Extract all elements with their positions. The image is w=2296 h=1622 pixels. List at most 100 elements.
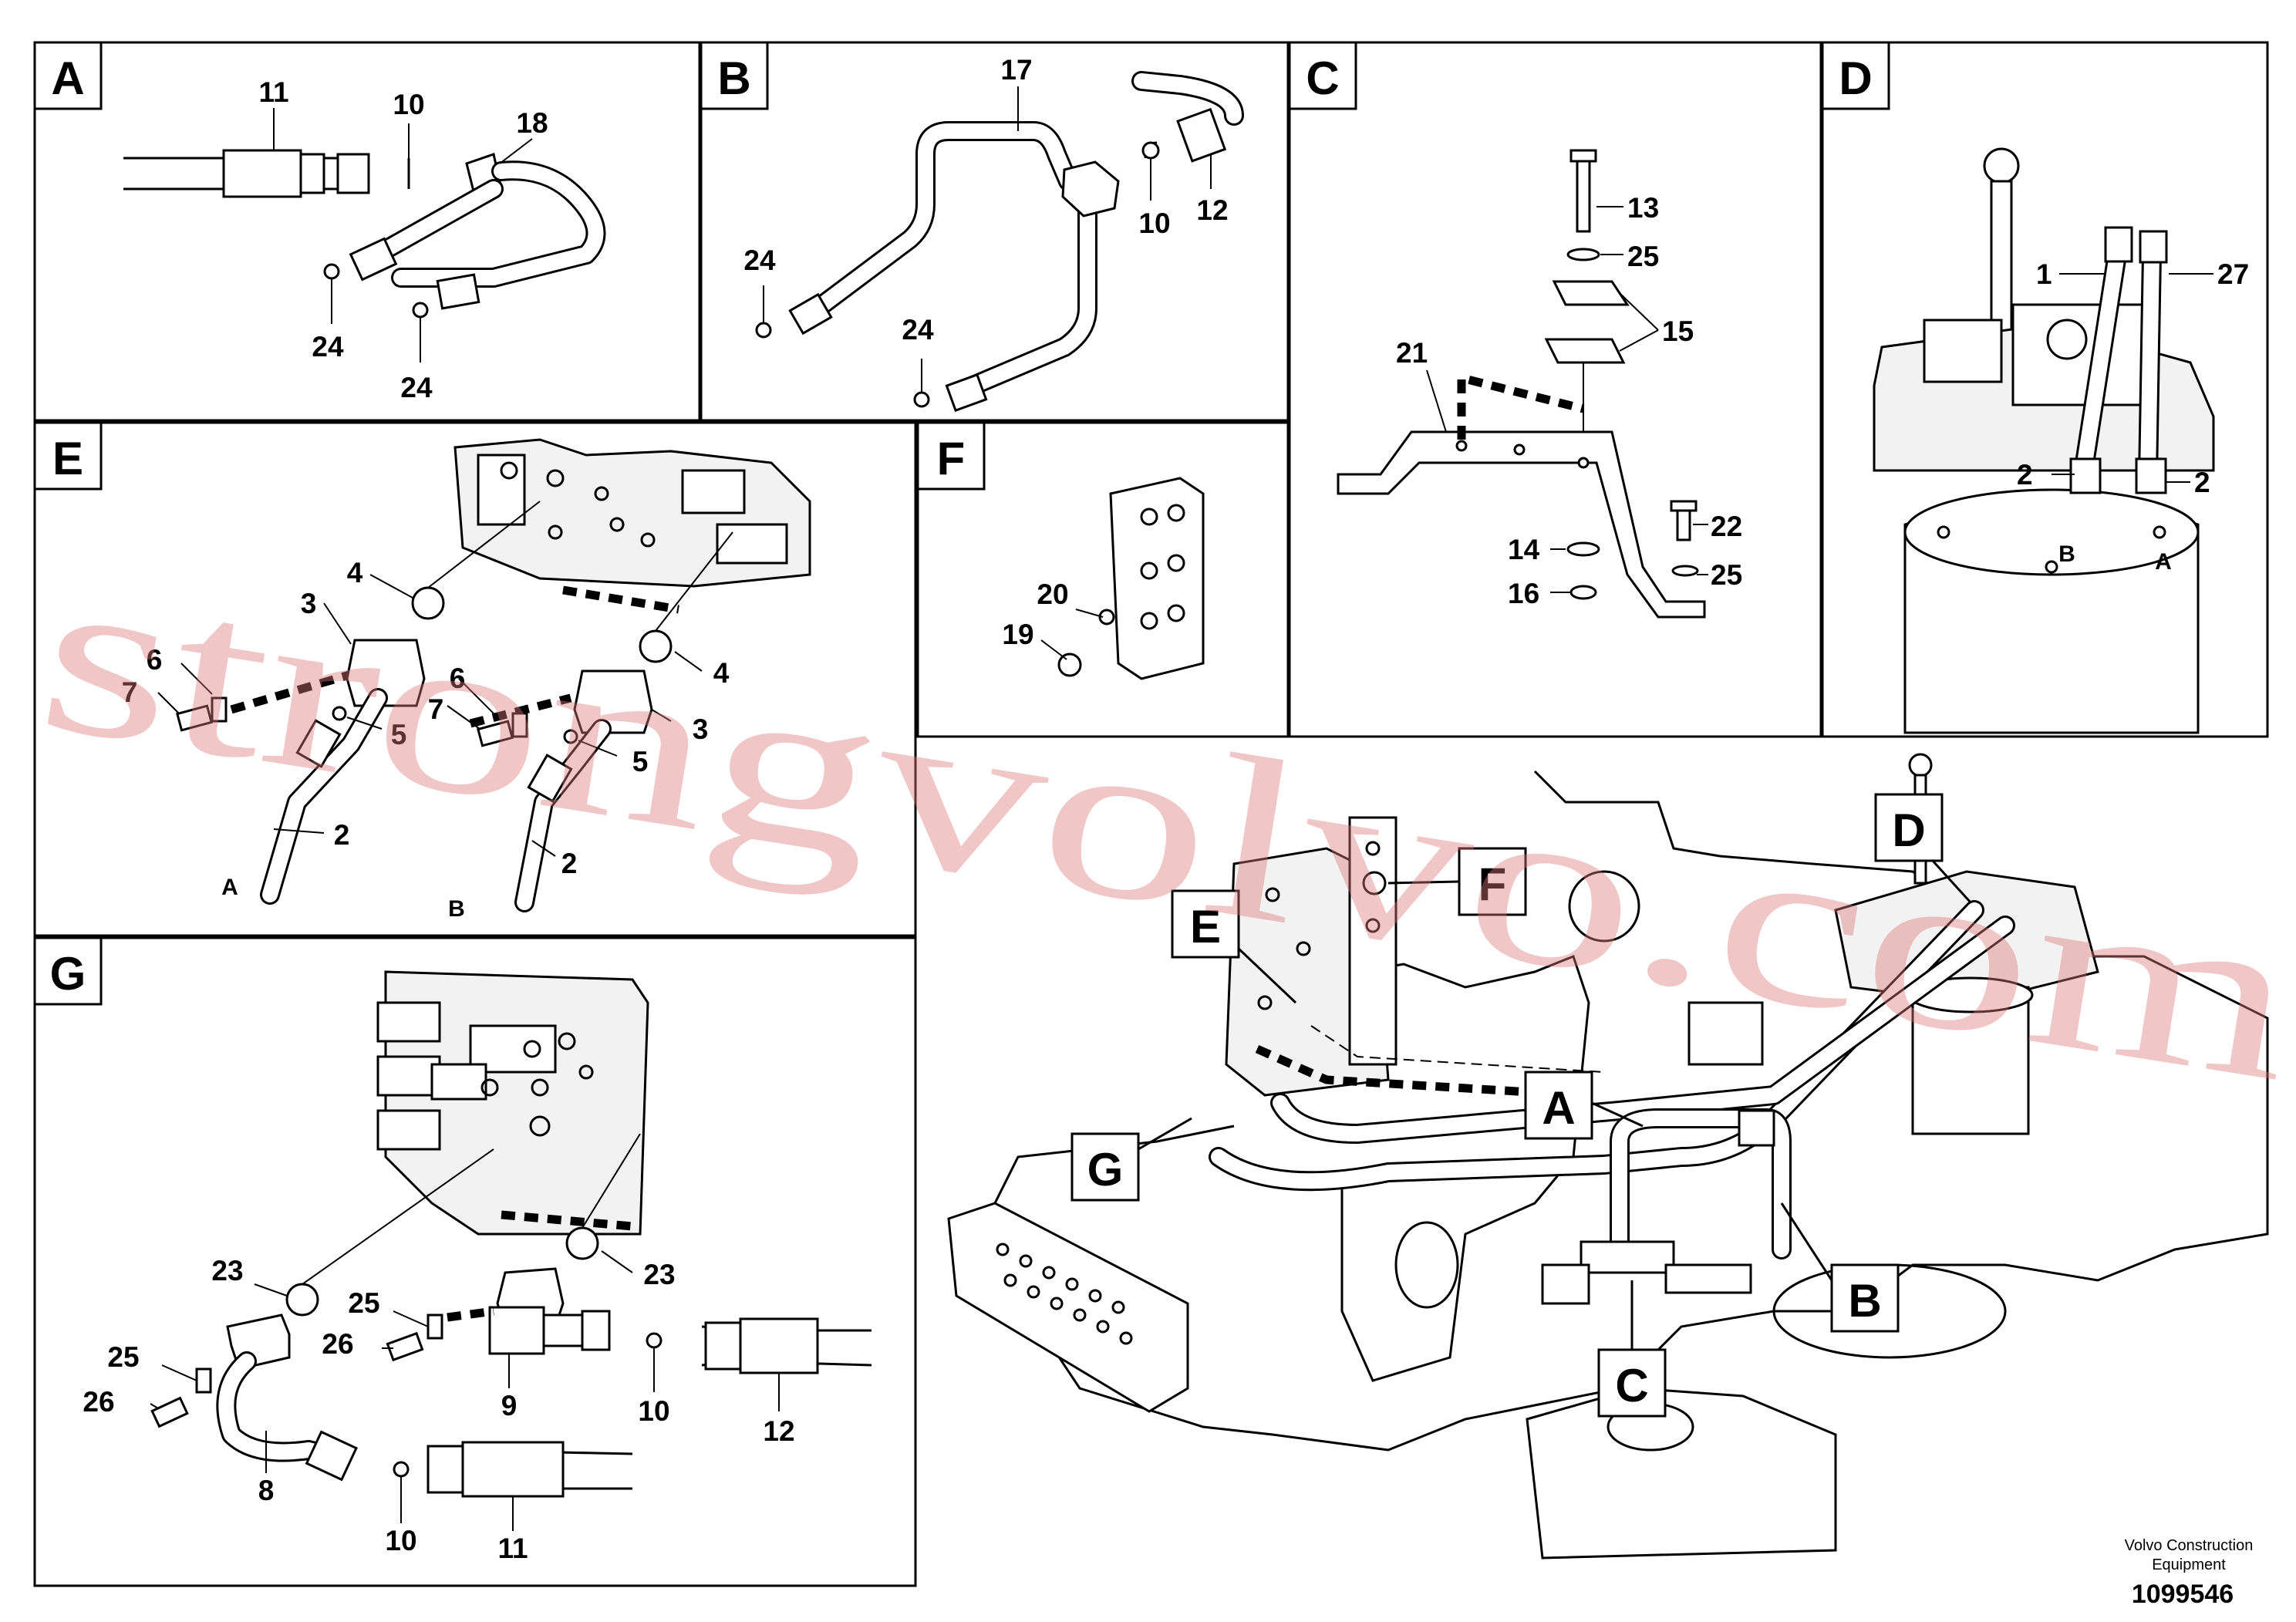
callout-11: 11 (258, 76, 288, 108)
panel-c-label: C (1288, 41, 1357, 110)
panel-b-drawing: 17 10 12 24 24 (743, 54, 1244, 413)
callout-25: 25 (1627, 241, 1659, 272)
callout-26: 26 (322, 1328, 353, 1360)
callout-25: 25 (1711, 559, 1742, 591)
callout-25: 25 (348, 1287, 379, 1319)
svg-text:A: A (51, 52, 84, 104)
overview-callout-e: E (1171, 889, 1297, 1004)
svg-text:C: C (1615, 1360, 1648, 1411)
overview-callout-c: C (1597, 1280, 1667, 1418)
svg-text:E: E (52, 433, 83, 484)
panel-d-frame (1821, 41, 2269, 738)
panel-f-frame (916, 421, 1290, 738)
svg-text:D: D (1839, 52, 1872, 104)
callout-11: 11 (497, 1533, 528, 1564)
callout-10: 10 (1138, 207, 1170, 239)
svg-text:B: B (1848, 1275, 1881, 1327)
callout-2: 2 (561, 848, 578, 879)
port-b-label: B (448, 896, 465, 922)
callout-24: 24 (400, 372, 433, 403)
svg-text:C: C (1306, 52, 1339, 104)
callout-26: 26 (83, 1386, 114, 1418)
callout-15: 15 (1662, 315, 1694, 347)
panel-c-drawing: 13 25 15 21 22 14 25 16 (1337, 149, 1742, 619)
hose-end-fitting (461, 1441, 565, 1498)
panel-a-label: A (33, 41, 103, 110)
tee-fitting (1061, 160, 1120, 218)
callout-3: 3 (301, 588, 317, 619)
callout-18: 18 (516, 107, 548, 139)
company-name-line1: Volvo Construction (2125, 1537, 2254, 1554)
callout-6: 6 (147, 644, 163, 676)
callout-7: 7 (122, 676, 138, 708)
svg-text:A: A (1542, 1082, 1575, 1134)
callout-14: 14 (1508, 534, 1540, 565)
company-name-line2: Equipment (2152, 1556, 2226, 1573)
callout-22: 22 (1711, 511, 1742, 542)
callout-12: 12 (1196, 194, 1228, 226)
callout-2: 2 (2017, 459, 2033, 491)
panel-f-drawing: 20 19 (1002, 477, 1205, 680)
control-valve-block (384, 970, 649, 1236)
callout-10: 10 (393, 89, 424, 120)
callout-21: 21 (1396, 337, 1428, 369)
flange-left (346, 639, 426, 707)
callout-23: 23 (211, 1255, 243, 1286)
callout-2: 2 (2194, 467, 2210, 498)
callout-1: 1 (2036, 258, 2052, 290)
callout-24: 24 (312, 331, 344, 363)
callout-13: 13 (1627, 192, 1659, 224)
callout-10: 10 (638, 1395, 669, 1427)
flange-right (573, 669, 653, 734)
clamp-upper (1552, 280, 1630, 306)
callout-3: 3 (693, 713, 709, 745)
bracket (1337, 430, 1706, 619)
overview-drawing: D F E A G B C (947, 753, 2269, 1560)
overview-callout-f: F (1362, 847, 1527, 916)
overview-callout-b: B (1780, 1202, 1900, 1333)
hose-end-fitting (739, 1317, 819, 1374)
panel-b-frame (700, 41, 1290, 422)
overview-control-valve (1225, 847, 1390, 1097)
svg-text:G: G (50, 948, 86, 1000)
port-b-label: B (2058, 541, 2075, 567)
manifold-block (1109, 477, 1205, 680)
callout-19: 19 (1002, 619, 1033, 650)
panel-g-drawing: 23 23 25 26 25 26 9 10 12 8 10 11 (83, 970, 872, 1564)
callout-2: 2 (334, 819, 350, 851)
overview-swing-motor (1834, 870, 2099, 1004)
clamp-lower (1544, 338, 1626, 364)
port-a-label: A (2155, 549, 2172, 575)
panel-c-frame (1288, 41, 1822, 738)
panel-label-boxes: A B C D E F G (33, 41, 1890, 1006)
callout-24: 24 (902, 314, 934, 346)
panel-a-frame (33, 41, 701, 422)
panel-g-label: G (33, 936, 103, 1006)
panel-e-label: E (33, 421, 103, 491)
swing-motor-block (2011, 303, 2153, 406)
callout-4: 4 (713, 657, 730, 689)
elbow-fitting (488, 1306, 545, 1355)
callout-4: 4 (347, 557, 363, 588)
panel-e-drawing: 4 3 6 7 5 2 6 7 4 3 5 2 A B (122, 438, 811, 922)
callout-20: 20 (1037, 578, 1068, 610)
callout-5: 5 (632, 746, 649, 777)
callout-9: 9 (501, 1390, 518, 1421)
svg-text:E: E (1190, 901, 1221, 953)
callout-17: 17 (1000, 54, 1032, 86)
panel-d-label: D (1821, 41, 1890, 110)
svg-text:F: F (937, 433, 966, 484)
drawing-number: 1099546 (2132, 1580, 2234, 1609)
drawing-footer: Volvo Construction Equipment 1099546 (2125, 1537, 2254, 1609)
svg-text:B: B (717, 52, 750, 104)
svg-text:F: F (1478, 858, 1507, 910)
hose-end-fitting (222, 149, 302, 198)
callout-24: 24 (743, 244, 776, 276)
port-a-label: A (221, 875, 238, 900)
callout-12: 12 (763, 1415, 794, 1447)
svg-text:G: G (1087, 1144, 1124, 1195)
callout-8: 8 (258, 1475, 275, 1506)
panel-frames (33, 41, 2269, 1587)
